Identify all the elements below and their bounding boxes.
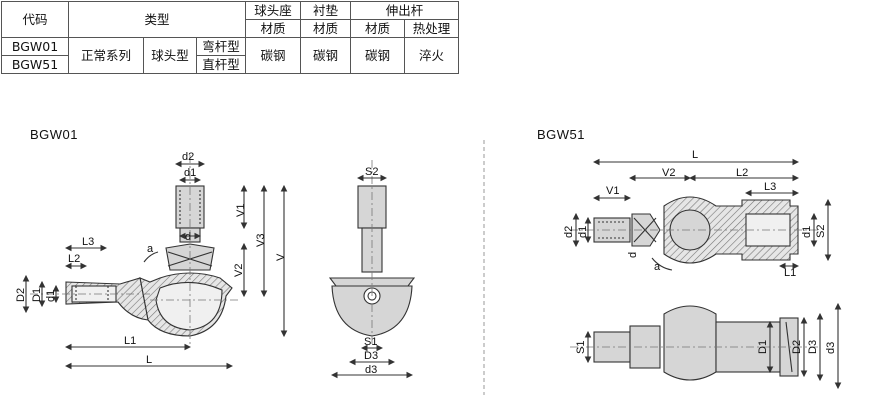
type-name-cell: 球头型 <box>143 37 197 74</box>
dim-d2: d2 <box>182 151 194 163</box>
dim-D3: D3 <box>364 350 378 362</box>
rod-type-cell: 直杆型 <box>196 55 246 74</box>
dim-d2-right: d2 <box>563 226 575 238</box>
dim-a: a <box>147 243 154 255</box>
row-code: BGW51 <box>1 55 69 74</box>
dim-d-right: d <box>627 252 639 258</box>
dim-D2-right: D2 <box>791 340 803 354</box>
dim-L1-right: L1 <box>784 267 796 279</box>
bgw01-side-view <box>22 155 288 370</box>
drawing-title-left: BGW01 <box>30 127 79 142</box>
header-code: 代码 <box>1 1 69 38</box>
dim-S2: S2 <box>365 166 378 178</box>
rod-type-cell: 弯杆型 <box>196 37 246 56</box>
header-rod: 伸出杆 <box>350 1 459 20</box>
bgw51-outside-view <box>570 302 842 390</box>
dim-a-right: a <box>654 261 661 273</box>
row-code: BGW01 <box>1 37 69 56</box>
dim-V1: V1 <box>235 204 247 217</box>
dim-L2: L2 <box>68 253 80 265</box>
dim-V3: V3 <box>255 234 267 247</box>
dim-d1-right: d1 <box>577 226 589 238</box>
dim-L2-right: L2 <box>736 167 748 179</box>
bgw51-section-labels: L V1 V2 L2 L3 L1 a d2 d1 d d1 S2 <box>563 149 827 279</box>
dim-S1-right: S1 <box>575 341 587 354</box>
dim-D3-right: D3 <box>807 340 819 354</box>
rod-material-cell: 碳钢 <box>350 37 405 74</box>
dim-L-right: L <box>692 149 698 161</box>
dim-d3-right: d3 <box>825 342 837 354</box>
series-cell: 正常系列 <box>68 37 144 74</box>
dim-V2-right: V2 <box>662 167 675 179</box>
dim-V2: V2 <box>233 264 245 277</box>
dim-V1-right: V1 <box>606 185 619 197</box>
dim-S2-right: S2 <box>815 225 827 238</box>
dim-L3: L3 <box>82 236 94 248</box>
ball-seat-material-cell: 碳钢 <box>245 37 301 74</box>
dim-L: L <box>146 354 152 366</box>
dim-d1-side: d1 <box>45 290 57 302</box>
bgw51-section-view <box>570 158 832 271</box>
header-rod-material: 材质 <box>350 19 405 38</box>
dim-L1: L1 <box>124 335 136 347</box>
dim-D1-right: D1 <box>757 340 769 354</box>
dim-L3-right: L3 <box>764 181 776 193</box>
header-type: 类型 <box>68 1 246 38</box>
dim-D1: D1 <box>31 288 43 302</box>
bgw01-dim-labels: d2 d1 d a V1 V2 V3 V L3 L2 L1 L D2 D1 d1 <box>15 151 287 366</box>
bgw01-front-labels: S2 S1 D3 d3 <box>364 166 378 376</box>
drawing-title-right: BGW51 <box>537 127 586 142</box>
dim-d1: d1 <box>184 167 196 179</box>
spec-table: 代码 类型 球头座 衬垫 伸出杆 材质 材质 材质 热处理 BGW01 正常系列… <box>1 1 459 74</box>
bgw01-front-view <box>328 160 416 379</box>
dim-V: V <box>275 253 287 261</box>
dim-d1-right2: d1 <box>801 226 813 238</box>
header-gasket-material: 材质 <box>300 19 351 38</box>
rod-heat-treatment-cell: 淬火 <box>404 37 459 74</box>
dim-S1: S1 <box>364 336 377 348</box>
dim-D2: D2 <box>15 288 27 302</box>
dim-d: d <box>185 231 191 243</box>
dim-d3: d3 <box>365 364 377 376</box>
bgw51-outside-labels: S1 D1 D2 D3 d3 <box>575 340 837 354</box>
